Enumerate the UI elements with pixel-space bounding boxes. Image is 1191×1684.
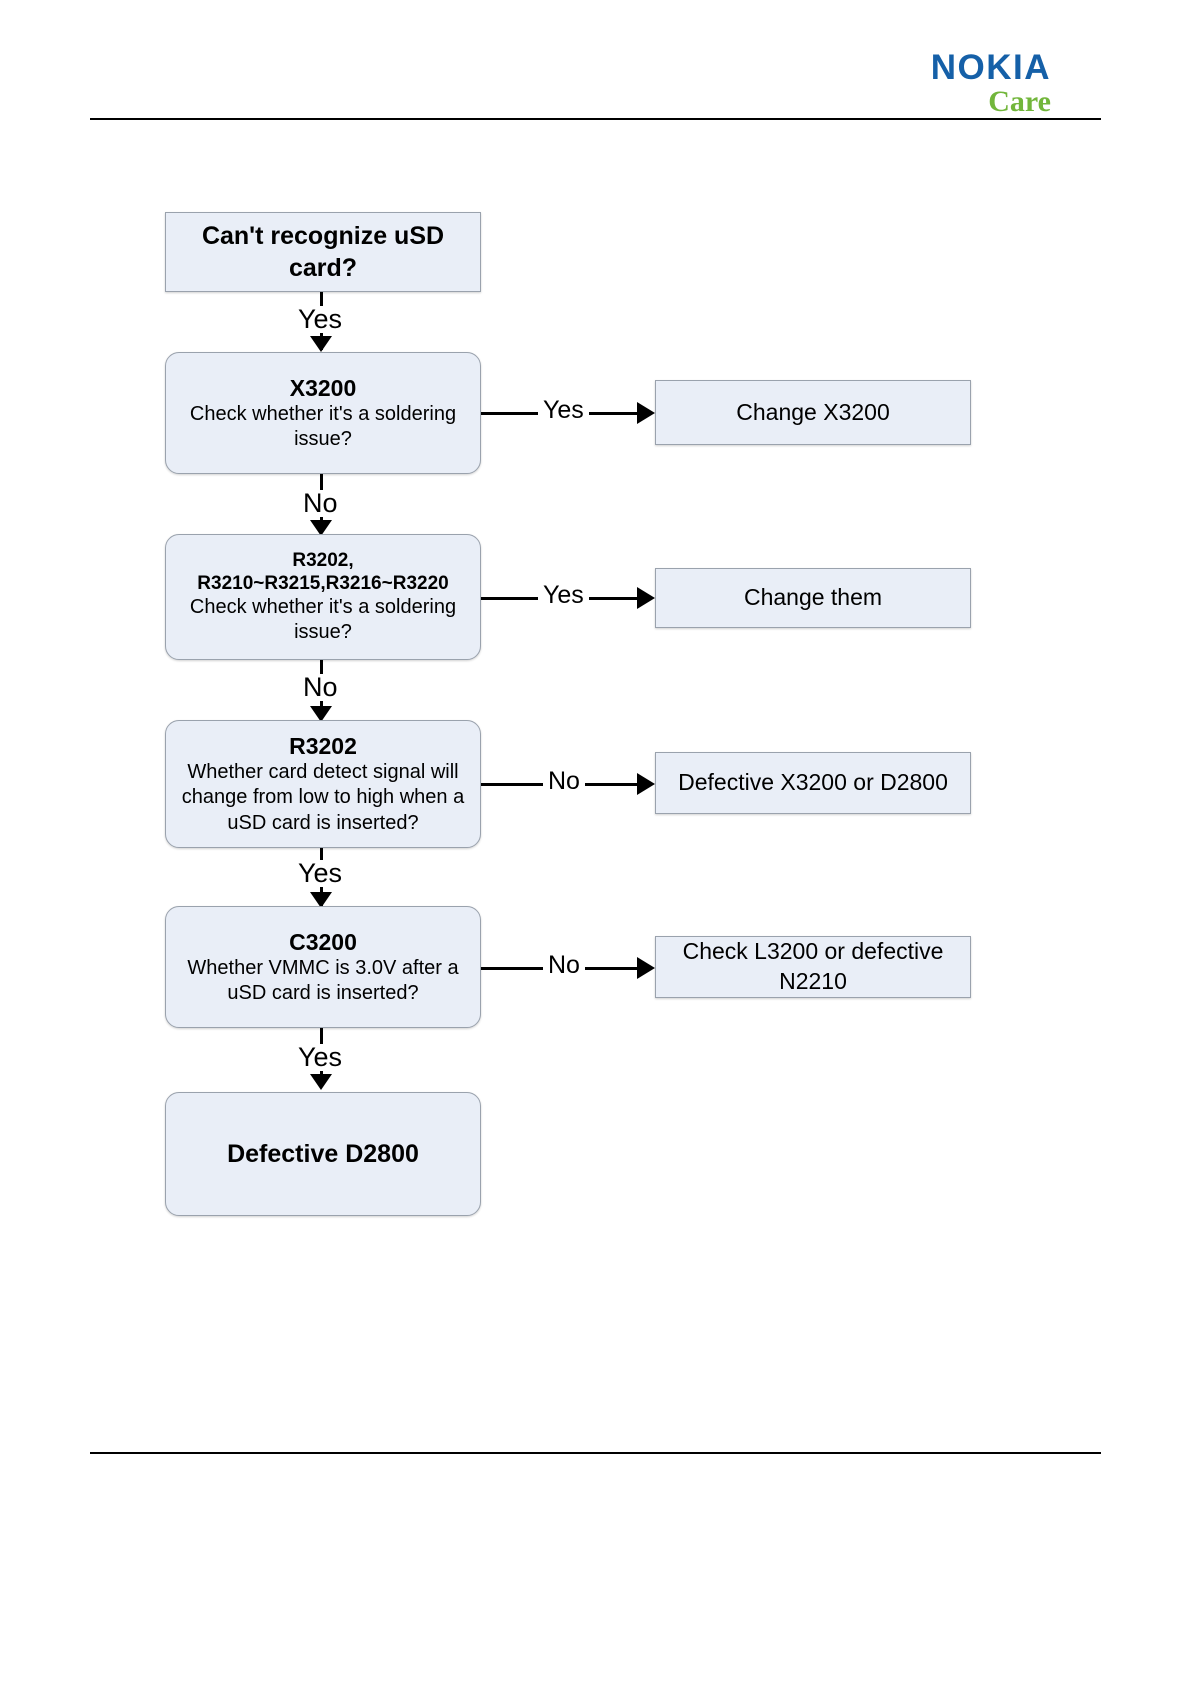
node-check-l3200: Check L3200 or defective N2210 bbox=[655, 936, 971, 998]
node-end: Defective D2800 bbox=[165, 1092, 481, 1216]
edge-label-start-yes: Yes bbox=[293, 306, 348, 333]
edge-label-resistors-yes: Yes bbox=[538, 583, 589, 608]
node-x3200-body: Check whether it's a soldering issue? bbox=[189, 402, 457, 451]
brand-nokia: NOKIA bbox=[930, 48, 1051, 87]
node-resistors-body: Check whether it's a soldering issue? bbox=[189, 595, 457, 644]
node-r3202: R3202 Whether card detect signal will ch… bbox=[165, 720, 481, 848]
node-r3202-title: R3202 bbox=[289, 733, 357, 760]
node-check-l3200-label: Check L3200 or defective N2210 bbox=[682, 938, 944, 994]
node-start-label: Can't recognize uSD card? bbox=[201, 221, 445, 283]
node-x3200: X3200 Check whether it's a soldering iss… bbox=[165, 352, 481, 474]
edge-label-resistors-no: No bbox=[298, 674, 343, 701]
arrowhead-c3200-to-check bbox=[637, 957, 655, 979]
arrowhead-r3202-to-defective bbox=[637, 773, 655, 795]
node-r3202-body: Whether card detect signal will change f… bbox=[181, 761, 465, 834]
node-x3200-title: X3200 bbox=[289, 374, 357, 401]
edge-label-c3200-no: No bbox=[543, 953, 585, 978]
node-defective-x3200-d2800: Defective X3200 or D2800 bbox=[655, 752, 971, 814]
node-change-them: Change them bbox=[655, 568, 971, 628]
arrowhead-x3200-to-resistors bbox=[310, 520, 332, 536]
header-rule bbox=[90, 118, 1101, 120]
node-change-them-label: Change them bbox=[743, 584, 883, 611]
edge-label-x3200-no: No bbox=[298, 490, 343, 517]
node-defective-x3200-d2800-label: Defective X3200 or D2800 bbox=[678, 769, 948, 796]
arrowhead-x3200-to-change bbox=[637, 402, 655, 424]
node-resistors-title-line1: R3202, bbox=[292, 549, 354, 571]
edge-label-r3202-no: No bbox=[543, 769, 585, 794]
edge-label-r3202-yes: Yes bbox=[293, 860, 348, 887]
node-start: Can't recognize uSD card? bbox=[165, 212, 481, 292]
node-c3200-title: C3200 bbox=[289, 928, 357, 955]
node-end-label: Defective D2800 bbox=[227, 1139, 419, 1168]
arrowhead-c3200-to-end bbox=[310, 1074, 332, 1090]
arrowhead-resistors-to-change bbox=[637, 587, 655, 609]
node-change-x3200-label: Change X3200 bbox=[736, 398, 890, 425]
brand-care: Care bbox=[988, 85, 1051, 118]
edge-label-c3200-yes: Yes bbox=[293, 1044, 348, 1071]
node-c3200-body: Whether VMMC is 3.0V after a uSD card is… bbox=[187, 956, 459, 1005]
arrowhead-start-to-x3200 bbox=[310, 336, 332, 352]
footer-rule bbox=[90, 1452, 1101, 1454]
node-resistors: R3202, R3210~R3215,R3216~R3220 Check whe… bbox=[165, 534, 481, 660]
arrowhead-r3202-to-c3200 bbox=[310, 892, 332, 908]
node-change-x3200: Change X3200 bbox=[655, 380, 971, 445]
node-c3200: C3200 Whether VMMC is 3.0V after a uSD c… bbox=[165, 906, 481, 1028]
edge-label-x3200-yes: Yes bbox=[538, 398, 589, 423]
nokia-care-logo: NOKIA Care bbox=[931, 50, 1051, 117]
arrowhead-resistors-to-r3202 bbox=[310, 706, 332, 722]
node-resistors-title-line2: R3210~R3215,R3216~R3220 bbox=[197, 572, 449, 594]
